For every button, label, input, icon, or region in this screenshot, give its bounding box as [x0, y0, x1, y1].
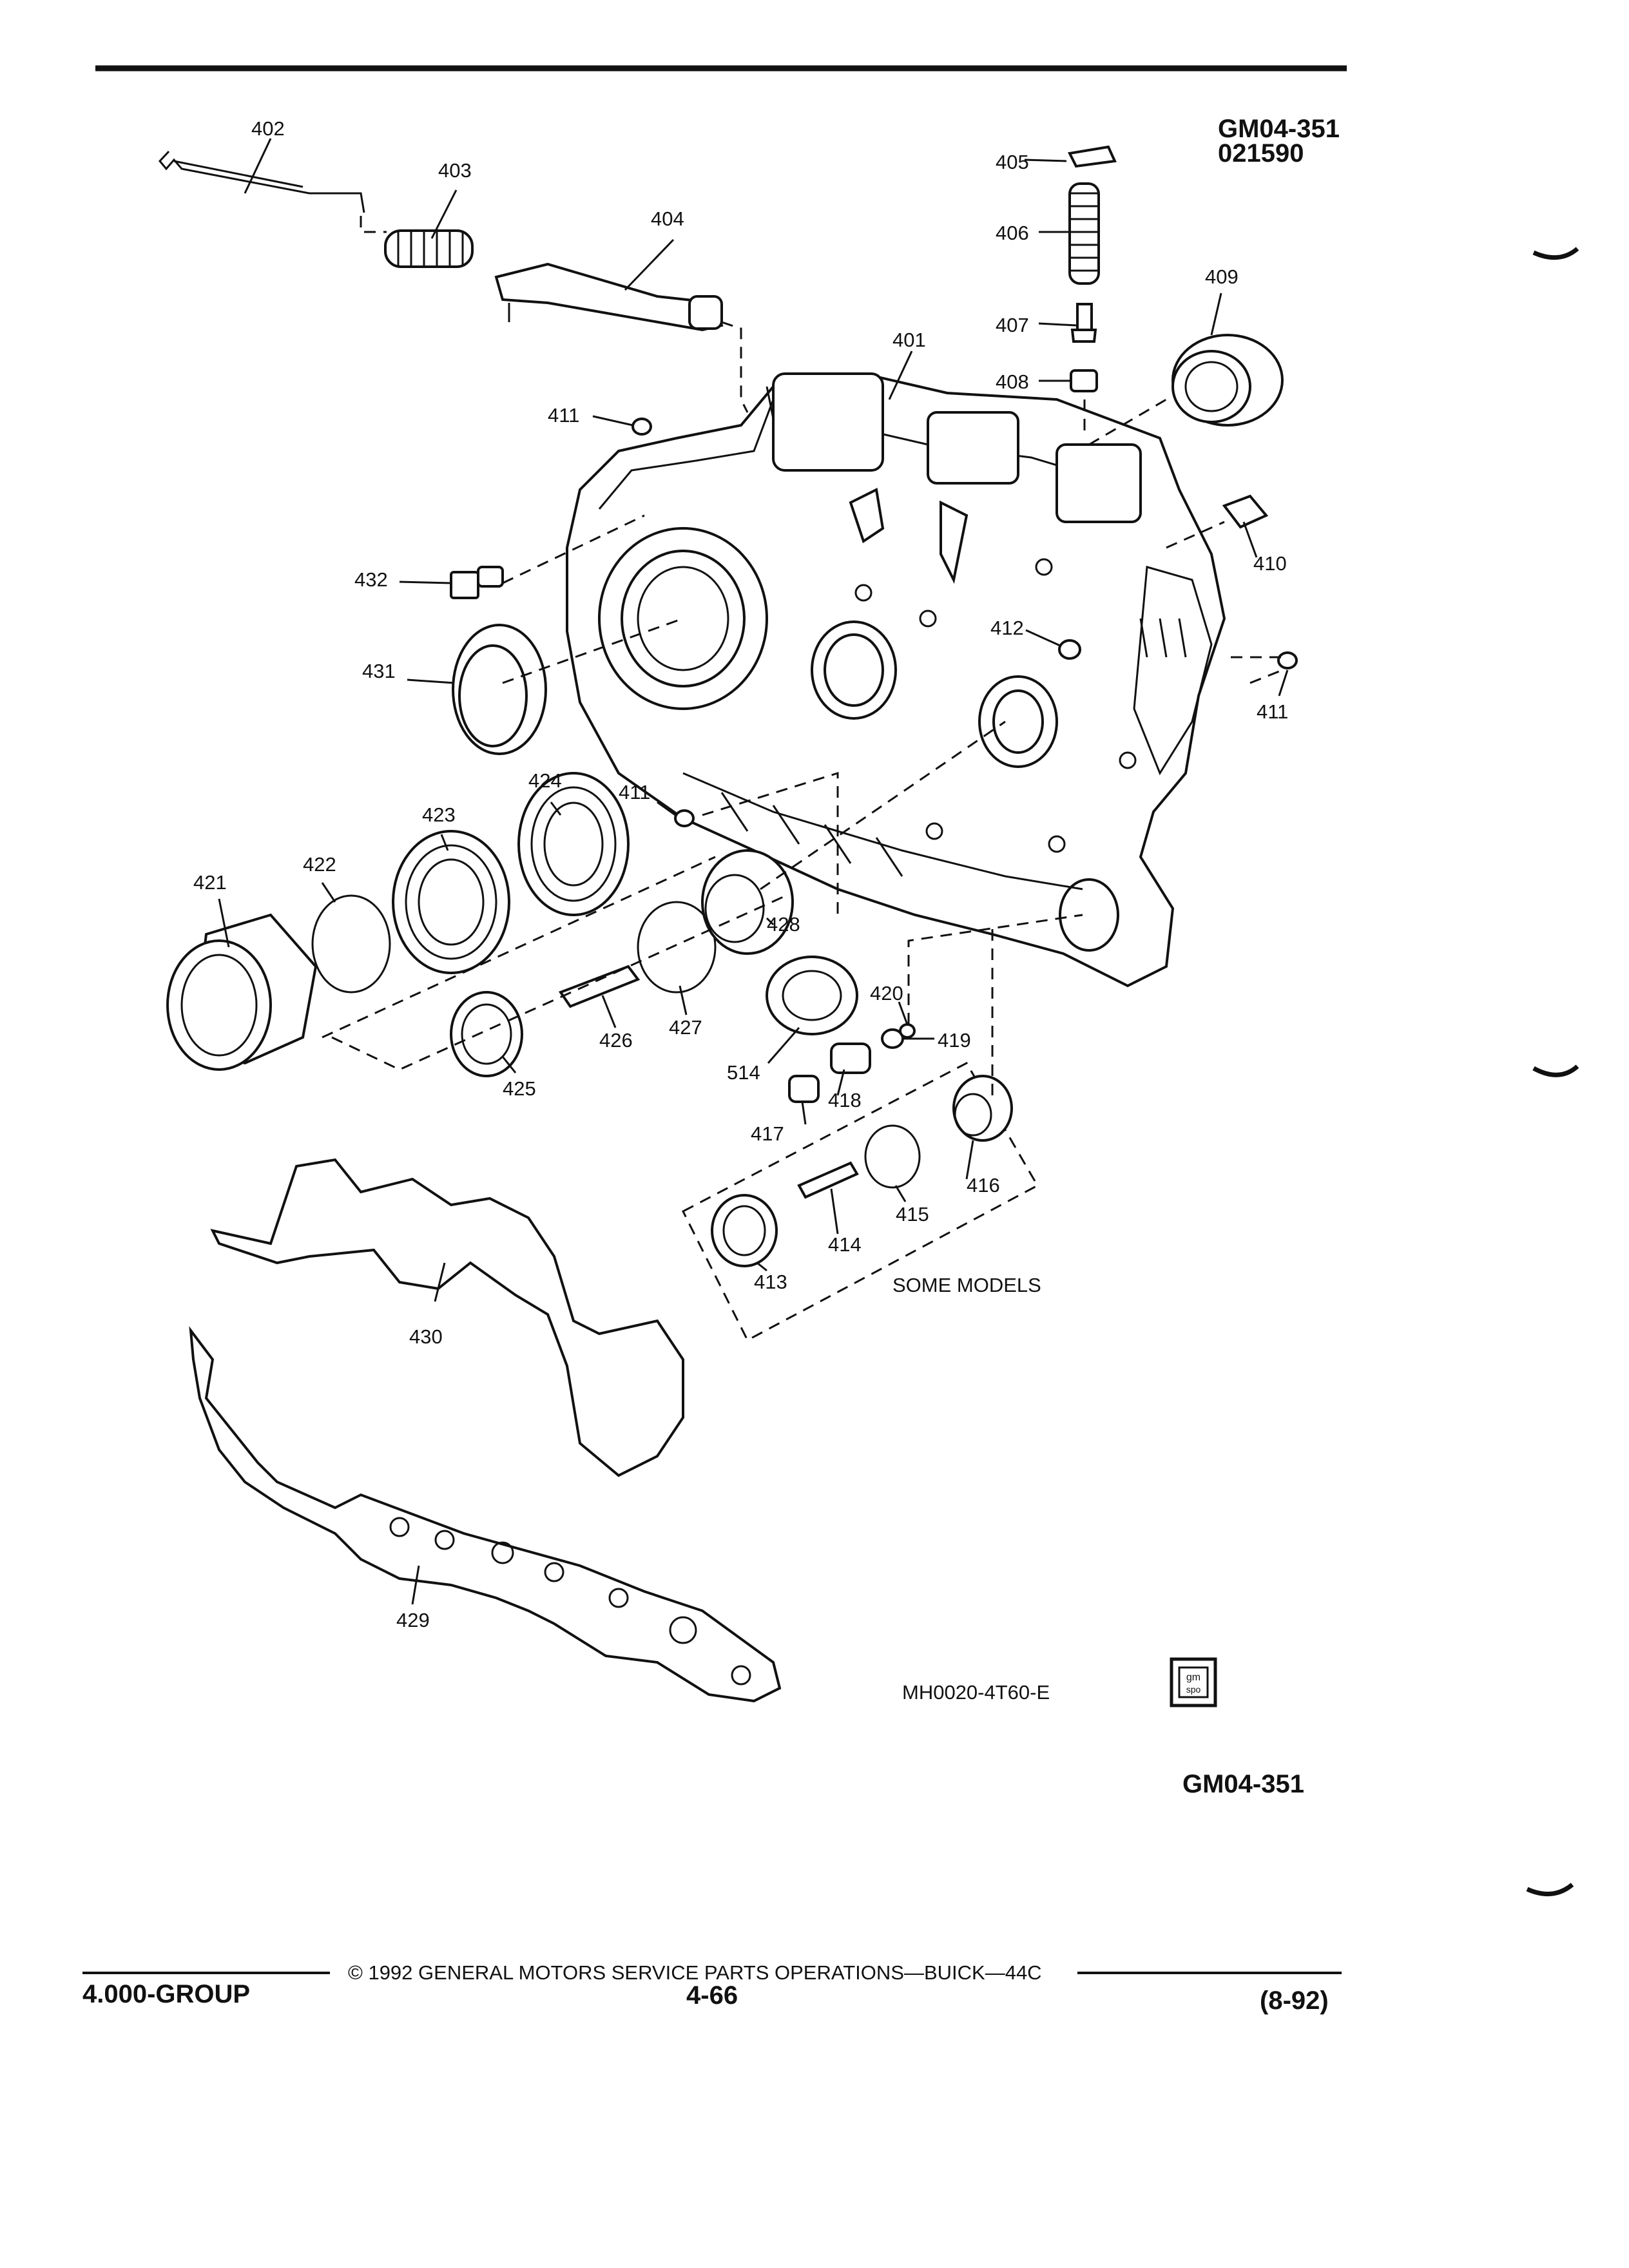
part-428-piston [701, 849, 794, 955]
part-425-spring [450, 991, 523, 1077]
part-410-plug [1222, 494, 1269, 529]
part-417-plug [788, 1075, 820, 1103]
callout-432: 432 [354, 568, 388, 591]
header-code: GM04-351 [1218, 115, 1340, 143]
callout-407: 407 [996, 314, 1029, 336]
footer-group: 4.000-GROUP [82, 1980, 250, 2008]
callout-408: 408 [996, 370, 1029, 393]
part-403-spring [384, 229, 474, 268]
callout-412: 412 [990, 617, 1024, 639]
part-430-gasket [210, 1158, 684, 1477]
callout-428: 428 [767, 913, 800, 936]
part-429-holes [389, 1517, 751, 1686]
callout-411-mid: 411 [619, 781, 650, 803]
part-414-pin [797, 1161, 859, 1199]
callout-411-right: 411 [1257, 700, 1288, 723]
part-404-valve [494, 262, 724, 332]
part-426-pin [558, 965, 641, 1008]
callout-413: 413 [754, 1271, 787, 1293]
callout-418: 418 [828, 1089, 862, 1111]
some-models-box [681, 1062, 1039, 1342]
callout-431: 431 [362, 660, 396, 682]
callout-420: 420 [870, 982, 903, 1004]
alignment-lines [322, 216, 1283, 1095]
part-411-plug-c [674, 809, 695, 827]
footer-copyright: © 1992 GENERAL MOTORS SERVICE PARTS OPER… [348, 1961, 1042, 1984]
part-411-plug-a [631, 418, 652, 436]
part-412-plug [1058, 639, 1081, 660]
svg-text:spo: spo [1186, 1684, 1201, 1695]
part-422-o-ring [311, 894, 391, 994]
callout-404: 404 [651, 207, 684, 230]
part-421-cover [166, 913, 318, 1071]
callout-416: 416 [967, 1174, 1000, 1196]
part-416-piston [952, 1075, 1013, 1142]
callout-422: 422 [303, 853, 336, 876]
edge-marks [1526, 247, 1579, 1897]
leader-lines [218, 138, 1289, 1605]
callout-409: 409 [1205, 265, 1239, 288]
figure-id: MH0020-4T60-E [902, 1681, 1050, 1704]
part-411-plug-b [1277, 651, 1298, 669]
callout-429: 429 [396, 1609, 430, 1631]
part-429-gasket [189, 1326, 782, 1703]
callout-514: 514 [727, 1061, 760, 1084]
callout-430: 430 [409, 1325, 443, 1348]
callout-427: 427 [669, 1016, 702, 1039]
part-420-ball [899, 1023, 916, 1039]
gm-spo-logo: gm spo [1170, 1657, 1217, 1707]
callout-401: 401 [892, 329, 926, 351]
footer-revision: (8-92) [1260, 1986, 1329, 2015]
part-409-seal [1171, 334, 1284, 427]
callout-411-top: 411 [548, 404, 579, 427]
part-402-rod [159, 150, 365, 213]
callout-424: 424 [528, 769, 562, 792]
footer-page: 4-66 [686, 1981, 738, 2010]
callout-425: 425 [503, 1077, 536, 1100]
part-423-piston [392, 830, 510, 974]
part-418-spring [830, 1043, 871, 1074]
part-405-408-stack [1068, 145, 1117, 438]
case-cover-401 [566, 372, 1226, 988]
part-431-seal [452, 624, 547, 755]
callout-406: 406 [996, 222, 1029, 244]
callout-417: 417 [751, 1122, 784, 1145]
callout-426: 426 [599, 1029, 633, 1052]
part-432-plug [450, 566, 504, 599]
callout-421: 421 [193, 871, 227, 894]
callout-labels: 401 402 403 404 405 406 407 408 409 410 … [193, 117, 1288, 1631]
part-514-ring [766, 956, 858, 1035]
bottom-code: GM04-351 [1182, 1770, 1304, 1798]
some-models-note: SOME MODELS [892, 1274, 1041, 1296]
callout-402: 402 [251, 117, 285, 140]
callout-415: 415 [896, 1203, 929, 1225]
part-424-spring [517, 772, 630, 916]
callout-414: 414 [828, 1233, 862, 1256]
part-427-o-ring [637, 901, 717, 994]
callout-410: 410 [1253, 552, 1287, 575]
callout-423: 423 [422, 803, 456, 826]
part-413-spring [711, 1194, 778, 1267]
footer: 4.000-GROUP © 1992 GENERAL MOTORS SERVIC… [82, 1961, 1342, 2015]
part-415-o-ring [864, 1124, 921, 1189]
header-date-code: 021590 [1218, 139, 1304, 168]
callout-405: 405 [996, 151, 1029, 173]
callout-403: 403 [438, 159, 472, 182]
svg-text:gm: gm [1186, 1672, 1200, 1683]
callout-419: 419 [938, 1029, 971, 1052]
